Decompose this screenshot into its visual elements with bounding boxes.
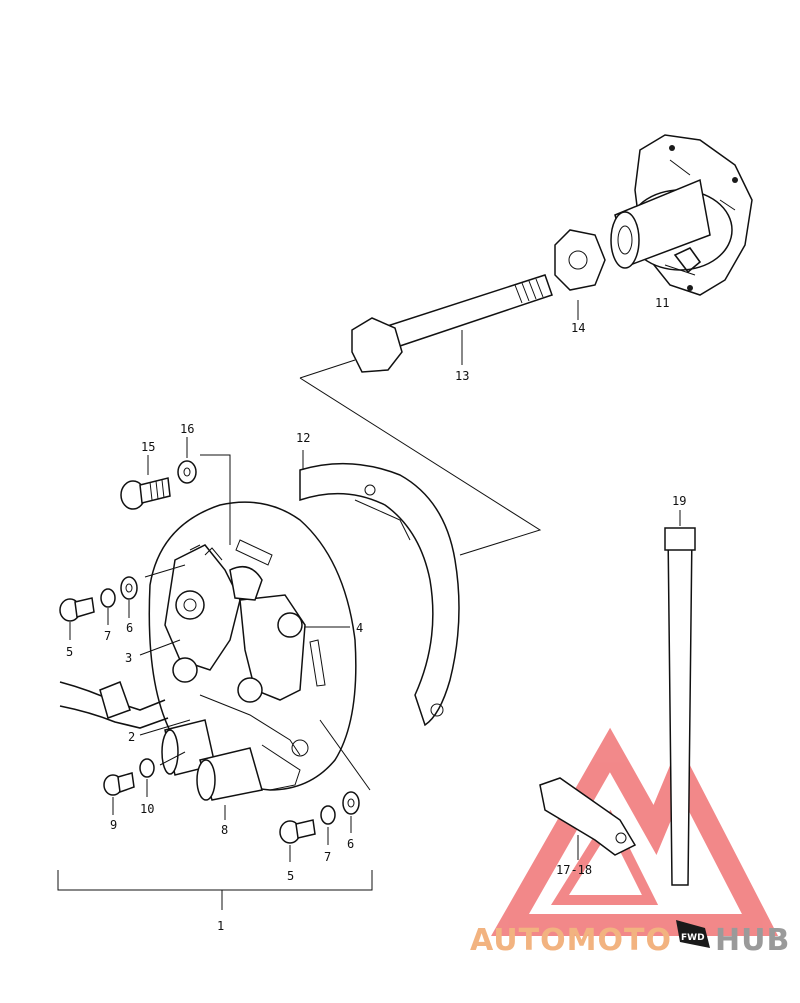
callout-2: 2: [128, 730, 135, 744]
part-17-18-clamp: [539, 777, 637, 860]
callout-8: 8: [221, 823, 228, 837]
callout-5-left: 5: [66, 645, 73, 659]
callout-9: 9: [110, 818, 117, 832]
callout-10: 10: [140, 802, 154, 816]
part-14-nut: [554, 229, 606, 320]
callout-3: 3: [125, 651, 132, 665]
breaker-points: [164, 544, 309, 757]
wiring-lead: [59, 681, 169, 729]
callout-12: 12: [296, 431, 310, 445]
part-11-governor: [610, 134, 753, 296]
callout-15: 15: [141, 440, 155, 454]
callout-labels: 1 2 3 4 5 6 7 8 9 10 11 12 13 14 15 16 5…: [66, 296, 686, 933]
callout-5-bottom: 5: [287, 869, 294, 883]
callout-6-bottom: 6: [347, 837, 354, 851]
part-8-condensers: [161, 719, 263, 820]
callout-16: 16: [180, 422, 194, 436]
watermark-word-right: HUB: [715, 923, 790, 958]
callout-13: 13: [455, 369, 469, 383]
assembly-leader-lines: [299, 359, 542, 556]
fwd-badge-text: FWD: [681, 933, 705, 943]
callout-19: 19: [672, 494, 686, 508]
callout-14: 14: [571, 321, 585, 335]
fwd-badge: FWD: [676, 920, 710, 948]
callout-11: 11: [655, 296, 669, 310]
fasteners: [59, 437, 360, 862]
part-12-shield-plate: [299, 450, 460, 727]
watermark-wordmark: AUTOMOTO HUB: [470, 923, 790, 958]
part-19-strap: [664, 510, 696, 886]
assembly-bracket: [57, 870, 373, 910]
callout-4: 4: [356, 621, 363, 635]
callout-7-left: 7: [104, 629, 111, 643]
callout-1: 1: [217, 919, 224, 933]
leader-lines: [139, 454, 371, 791]
watermark-logo: [491, 727, 779, 936]
watermark-word-left: AUTOMOTO: [470, 923, 672, 958]
callout-6-left: 6: [126, 621, 133, 635]
callout-7-bottom: 7: [324, 850, 331, 864]
callout-17-18: 17-18: [556, 863, 592, 877]
part-13-bolt: [351, 274, 553, 373]
